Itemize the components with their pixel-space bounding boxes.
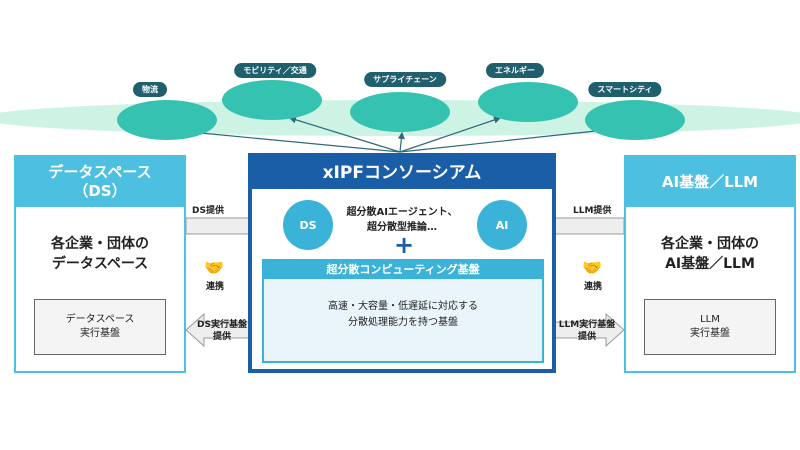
desc-line: データスペース: [51, 255, 149, 272]
llm-exec-box: LLM 実行基盤: [644, 299, 776, 355]
logistics-icon: [117, 100, 217, 140]
ai-circle: AI: [477, 200, 527, 250]
platform-box: 超分散コンピューティング基盤 高速・大容量・低遅延に対応する分散処理能力を持つ基…: [262, 259, 544, 363]
data-space-panel: データスペース（DS） 各企業・団体のデータスペース データスペース実行基盤: [14, 155, 186, 373]
ds-exec-label: DS実行基盤提供: [192, 320, 252, 343]
inner-line: 実行基盤: [80, 328, 120, 339]
label-line: LLM実行基盤: [558, 320, 616, 330]
data-space-exec-box: データスペース実行基盤: [34, 299, 166, 355]
supply-chain-icon: [350, 92, 450, 132]
arrow-logistics: [188, 128, 401, 153]
handshake-icon: 🤝: [204, 258, 224, 277]
domain-logistics: 物流: [133, 82, 167, 97]
inner-line: データスペース: [65, 314, 135, 325]
text-line: 分散処理能力を持つ基盤: [348, 317, 458, 328]
handshake-icon: 🤝: [582, 258, 602, 277]
desc-line: 各企業・団体の: [51, 236, 149, 252]
arrow-energy: [399, 116, 502, 153]
desc-line: 各企業・団体の: [661, 236, 759, 252]
domain-energy: エネルギー: [486, 63, 544, 78]
domain-smart-city: スマートシティ: [588, 82, 662, 97]
inner-line: LLM: [700, 314, 720, 325]
xipf-consortium-box: xIPFコンソーシアム DS AI 超分散AIエージェント、超分散型推論… + …: [248, 153, 556, 373]
llm-provide-label: LLM提供: [573, 206, 612, 216]
label-line: DS実行基盤: [197, 320, 247, 330]
title-line: （DS）: [73, 182, 127, 200]
left-collab-label: 連携: [206, 282, 225, 292]
data-space-desc: 各企業・団体のデータスペース: [16, 235, 184, 274]
agents-text: 超分散AIエージェント、超分散型推論…: [342, 205, 462, 235]
ds-circle: DS: [283, 200, 333, 250]
arrow-smartcity: [399, 127, 607, 153]
label-line: 提供: [577, 331, 596, 342]
domain-mobility: モビリティ／交通: [234, 63, 316, 78]
domain-supply-chain: サプライチェーン: [364, 72, 446, 87]
desc-line: AI基盤／LLM: [665, 255, 755, 272]
text-line: 超分散AIエージェント、: [346, 207, 458, 218]
ds-provide-label: DS提供: [192, 206, 224, 216]
smart-city-icon: [585, 100, 685, 140]
inner-line: 実行基盤: [690, 328, 730, 339]
arrow-mobility: [288, 116, 401, 153]
energy-icon: [478, 82, 578, 122]
platform-title: 超分散コンピューティング基盤: [264, 261, 542, 279]
text-line: 高速・大容量・低遅延に対応する: [328, 301, 478, 312]
platform-desc: 高速・大容量・低遅延に対応する分散処理能力を持つ基盤: [264, 299, 542, 331]
title-line: データスペース: [48, 163, 152, 182]
llm-exec-label: LLM実行基盤提供: [552, 320, 622, 343]
text-line: 超分散型推論…: [367, 222, 437, 233]
consortium-title: xIPFコンソーシアム: [252, 157, 552, 189]
mobility-icon: [222, 80, 322, 120]
ai-llm-panel: AI基盤／LLM 各企業・団体の AI基盤／LLM LLM 実行基盤: [624, 155, 796, 373]
arrow-supply: [397, 131, 405, 153]
plus-icon: +: [393, 231, 415, 259]
right-collab-label: 連携: [584, 282, 603, 292]
ai-llm-header: AI基盤／LLM: [626, 157, 794, 207]
label-line: 提供: [212, 331, 231, 342]
llm-exec-arrow: [547, 312, 625, 348]
data-space-header: データスペース（DS）: [16, 157, 184, 207]
ai-llm-desc: 各企業・団体の AI基盤／LLM: [626, 235, 794, 274]
